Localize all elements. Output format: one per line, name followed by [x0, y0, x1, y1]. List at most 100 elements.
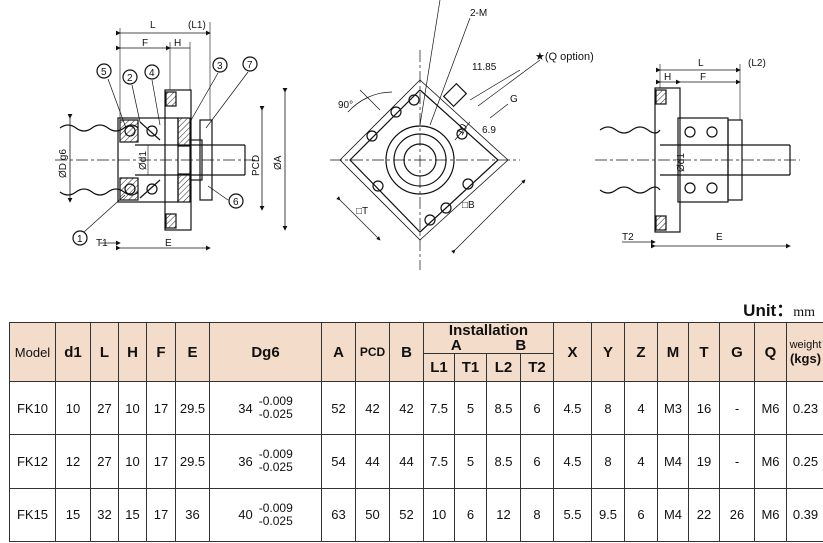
dim-H-right: H — [664, 72, 671, 83]
cell-L1: 7.5 — [423, 380, 455, 436]
cell-E: 29.5 — [175, 380, 210, 436]
dim-F: F — [142, 38, 148, 49]
cell-F: 17 — [146, 434, 176, 489]
cell-Q: M6 — [754, 487, 787, 543]
cell-H: 10 — [118, 434, 147, 489]
header-T2: T2 — [520, 353, 554, 382]
cell-E: 29.5 — [175, 434, 210, 489]
dim-6-9: 6.9 — [482, 125, 496, 136]
left-view-labels: L (L1) F H 5 2 4 3 7 1 6 ØD g6 Ød1 PCD Ø… — [58, 20, 284, 249]
cell-weight: 0.25 — [786, 434, 823, 489]
dg6-tol-upper: -0.009 — [258, 447, 293, 462]
header-model: Model — [9, 322, 56, 382]
dim-A: ØA — [273, 155, 284, 170]
cell-weight: 0.39 — [786, 487, 823, 543]
cell-F: 17 — [146, 487, 176, 543]
header-G: G — [719, 322, 755, 382]
header-X: X — [553, 322, 592, 382]
dg6-value: 34 — [238, 400, 253, 416]
balloon-2: 2 — [127, 73, 133, 84]
cell-PCD: 44 — [355, 434, 390, 489]
dg6-tol-upper: -0.009 — [258, 394, 293, 409]
cell-M: M4 — [657, 487, 689, 543]
cell-F: 17 — [146, 380, 176, 436]
dg6-tol-upper: -0.009 — [258, 500, 293, 515]
left-section-view — [55, 22, 288, 251]
weight-label: weight — [789, 338, 822, 351]
header-PCD: PCD — [355, 322, 390, 382]
cell-Dg6: 40-0.009-0.025 — [209, 487, 322, 543]
cell-A: 63 — [321, 487, 356, 543]
dg6-tol-lower: -0.025 — [258, 407, 293, 422]
cell-L1: 10 — [423, 487, 455, 543]
cell-L: 27 — [90, 380, 119, 436]
cell-model: FK12 — [9, 434, 56, 489]
header-T: T — [688, 322, 720, 382]
cell-M: M3 — [657, 380, 689, 436]
cell-G: - — [719, 434, 755, 489]
dim-E-right: E — [716, 232, 723, 243]
cell-H: 15 — [118, 487, 147, 543]
installation-B: B — [515, 337, 527, 354]
unit-label: Unit：mm — [743, 296, 815, 321]
cell-X: 4.5 — [553, 434, 592, 489]
cell-M: M4 — [657, 434, 689, 489]
cell-Dg6: 34 -0.009-0.025 — [209, 380, 322, 436]
cell-X: 5.5 — [553, 487, 592, 543]
cell-T1: 6 — [454, 487, 487, 543]
cell-Y: 8 — [591, 434, 625, 489]
header-T1: T1 — [454, 353, 487, 382]
dim-T1: T1 — [96, 238, 108, 249]
header-Dg6: Dg6 — [209, 322, 322, 382]
balloon-6: 6 — [233, 197, 239, 208]
header-d1: d1 — [55, 322, 91, 382]
dg6-tol-lower: -0.025 — [258, 460, 293, 475]
right-view-labels: L (L2) H F Ød1 T2 E — [622, 58, 766, 243]
dim-PCD: PCD — [251, 155, 262, 176]
installation-A: A — [450, 337, 462, 354]
dim-L1: (L1) — [188, 20, 206, 31]
dim-11-85: 11.85 — [472, 62, 497, 73]
dim-L: L — [150, 20, 156, 31]
dim-T2: T2 — [622, 232, 634, 243]
right-section-view — [595, 64, 800, 249]
cell-weight: 0.23 — [786, 380, 823, 436]
table-row: FK12 12 27 10 17 29.5 36-0.009-0.025 54 … — [9, 434, 823, 489]
specification-table: Model d1 L H F E Dg6 A PCD B Installatio… — [9, 322, 823, 543]
header-M: M — [657, 322, 689, 382]
cell-Z: 6 — [624, 487, 658, 543]
angle-90: 90° — [338, 100, 353, 111]
balloon-7: 7 — [247, 60, 253, 71]
dim-T-square: □T — [356, 206, 368, 217]
cell-B: 44 — [389, 434, 424, 489]
cell-model: FK15 — [9, 487, 56, 543]
dim-G: G — [510, 94, 518, 105]
cell-Y: 8 — [591, 380, 625, 436]
cell-E: 36 — [175, 487, 210, 543]
center-view-labels: 90° 2-M 11.85 ★(Q option) G 6.9 10 □T □B — [338, 8, 594, 217]
dg6-tol-lower: -0.025 — [258, 513, 293, 528]
dim-d1-right: Ød1 — [676, 153, 687, 172]
cell-d1: 10 — [55, 380, 91, 436]
cell-model: FK10 — [9, 380, 56, 436]
weight-unit: (kgs) — [789, 350, 822, 366]
cell-A: 52 — [321, 380, 356, 436]
dim-L2: (L2) — [748, 58, 766, 69]
header-H: H — [118, 322, 147, 382]
cell-T: 16 — [688, 380, 720, 436]
cell-G: 26 — [719, 487, 755, 543]
cell-Dg6: 36-0.009-0.025 — [209, 434, 322, 489]
dim-L-right: L — [698, 58, 704, 69]
dim-B-square: □B — [462, 200, 475, 211]
cell-PCD: 50 — [355, 487, 390, 543]
header-L1: L1 — [423, 353, 455, 382]
header-L: L — [90, 322, 119, 382]
q-option: ★(Q option) — [535, 51, 594, 63]
balloon-5: 5 — [101, 67, 107, 78]
unit-prefix: Unit： — [743, 301, 794, 320]
cell-d1: 12 — [55, 434, 91, 489]
center-front-view — [330, 0, 541, 270]
balloon-1: 1 — [77, 234, 83, 245]
header-L2: L2 — [486, 353, 521, 382]
